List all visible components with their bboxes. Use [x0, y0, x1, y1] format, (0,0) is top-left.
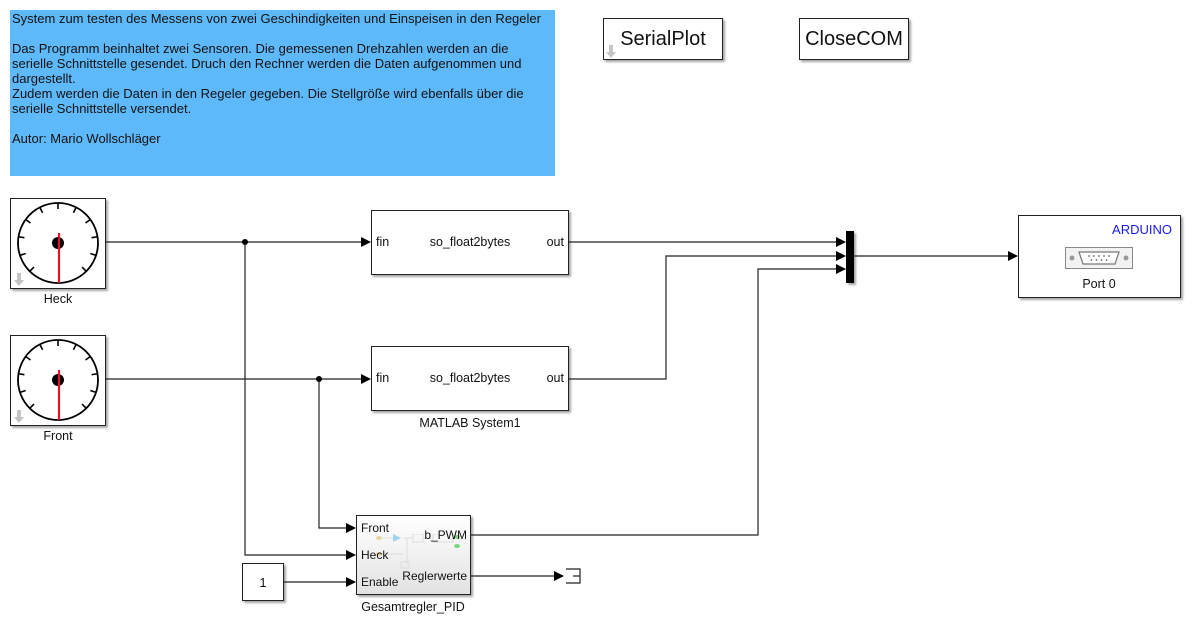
serialplot-button[interactable]: SerialPlot	[603, 18, 723, 60]
gauge-tick	[81, 266, 87, 272]
arduino-title: ARDUINO	[1112, 222, 1172, 237]
signal-front-to-pid	[318, 379, 356, 533]
gauge-tick	[90, 389, 97, 394]
drill-down-arrow-icon	[14, 273, 24, 286]
gauge-tick	[90, 252, 97, 257]
annotation-title: System zum testen des Messens von zwei G…	[12, 11, 541, 26]
signal-heck-to-pid	[244, 242, 356, 560]
gauge-tick	[81, 403, 87, 409]
gauge-tick	[91, 372, 98, 376]
gauge-tick	[18, 372, 25, 376]
gauge-tick	[25, 218, 31, 224]
branch-point	[316, 376, 322, 382]
matlab-system-block[interactable]: fin so_float2bytes out	[371, 210, 569, 275]
gauge-tick	[29, 266, 35, 272]
system-function-name: so_float2bytes	[429, 235, 511, 249]
annotation-description: Das Programm beinhaltet zwei Sensoren. D…	[12, 41, 522, 86]
gauge-front-block[interactable]	[10, 335, 106, 426]
closecom-button[interactable]: CloseCOM	[799, 18, 909, 60]
input-port-fin: fin	[376, 235, 390, 249]
pid-output-reglerwerte: Reglerwerte	[402, 569, 467, 583]
pid-input-heck: Heck	[361, 548, 389, 562]
arduino-port-label: Port 0	[1082, 277, 1116, 291]
model-annotation[interactable]: System zum testen des Messens von zwei G…	[10, 10, 555, 176]
gauge-icon	[17, 339, 99, 421]
serialplot-label: SerialPlot	[620, 27, 706, 50]
pid-input-enable: Enable	[361, 575, 399, 589]
serial-port-connector-icon	[1065, 247, 1133, 269]
input-port-fin: fin	[376, 371, 390, 385]
gauge-tick	[25, 355, 31, 361]
gauge-tick	[72, 343, 77, 351]
gauge-heck-block[interactable]	[10, 198, 106, 289]
subsystem-preview-icon	[376, 534, 460, 569]
closecom-label: CloseCOM	[805, 27, 903, 50]
gauge-tick	[39, 206, 44, 214]
signal-pwm-to-mux-3	[471, 264, 846, 536]
gauge-tick	[85, 218, 91, 224]
gauge-tick	[29, 403, 35, 409]
annotation-description-2: Zudem werden die Daten in den Regeler ge…	[12, 86, 524, 116]
mux-block[interactable]	[846, 231, 854, 283]
pid-input-front: Front	[361, 521, 390, 535]
drill-down-arrow-icon	[14, 410, 24, 423]
drill-down-arrow-icon	[606, 45, 616, 58]
terminator-block	[566, 568, 581, 584]
pid-subsystem-label: Gesamtregler_PID	[361, 600, 465, 614]
gauge-tick	[19, 389, 26, 394]
matlab-system1-label: MATLAB System1	[419, 416, 521, 430]
gauge-icon	[17, 202, 99, 284]
gauge-tick	[85, 355, 91, 361]
branch-point	[242, 239, 248, 245]
annotation-author: Autor: Mario Wollschläger	[12, 131, 161, 146]
arduino-serial-block[interactable]: ARDUINO Port 0	[1018, 215, 1181, 298]
constant-block[interactable]: 1	[242, 563, 284, 601]
system-function-name: so_float2bytes	[429, 371, 511, 385]
gauge-tick	[91, 235, 98, 239]
gauge-heck-label: Heck	[43, 292, 73, 306]
matlab-system1-block[interactable]: fin so_float2bytes out	[371, 346, 569, 411]
pid-subsystem-block[interactable]: Front Heck Enable b_PWM Reglerwerte	[356, 515, 471, 595]
gauge-front-label: Front	[43, 429, 73, 443]
gauge-tick	[39, 343, 44, 351]
gauge-tick	[18, 235, 25, 239]
output-port-out: out	[546, 371, 564, 385]
pid-output-b-pwm: b_PWM	[424, 528, 467, 542]
signal-system1-to-mux-2	[569, 251, 846, 380]
gauge-tick	[72, 206, 77, 214]
gauge-tick	[19, 252, 26, 257]
output-port-out: out	[546, 235, 564, 249]
constant-value: 1	[259, 574, 267, 590]
